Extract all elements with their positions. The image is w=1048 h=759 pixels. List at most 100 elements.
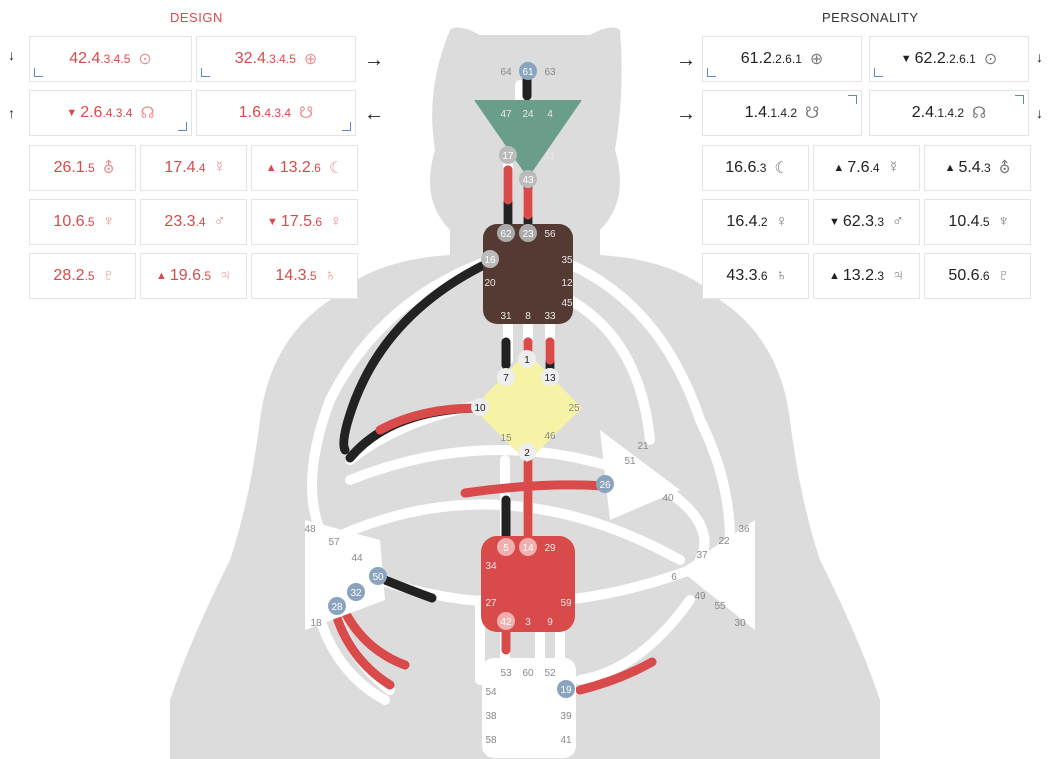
- personality-planet[interactable]: 16.4.2♀: [702, 199, 809, 245]
- gate-label: 20: [484, 278, 496, 289]
- design-planet[interactable]: ▲13.2.6☾: [251, 145, 358, 191]
- planet-symbol-icon: ♂: [892, 213, 905, 230]
- design-planet[interactable]: 23.3.4♂: [140, 199, 247, 245]
- gate-label: 61: [522, 67, 534, 78]
- design-planet[interactable]: 28.2.5 ♇: [29, 253, 136, 299]
- gate-label: 57: [328, 537, 340, 548]
- throat-center: [483, 224, 573, 324]
- planet-symbol-icon: ☿: [213, 159, 226, 176]
- personality-planet[interactable]: ▼62.3.3♂: [813, 199, 920, 245]
- planet-gate-value: 16.4: [726, 213, 758, 230]
- design-south-node-value: 1.6: [238, 104, 261, 121]
- gate-label: 28: [331, 602, 343, 613]
- design-planet[interactable]: ▼17.5.6♀: [251, 199, 358, 245]
- personality-planet[interactable]: ▲7.6.4☿: [813, 145, 920, 191]
- triangle-icon: ▼: [828, 216, 840, 228]
- personality-title: PERSONALITY: [822, 10, 919, 25]
- sun-icon: ⊙: [983, 51, 998, 68]
- personality-south-node[interactable]: 2.4.1.4.2☊: [869, 90, 1029, 136]
- gate-label: 42: [500, 617, 512, 628]
- planet-gate-value: 19.6: [169, 267, 201, 284]
- gate-label: 27: [485, 598, 497, 609]
- planet-gate-value: 7.6: [847, 159, 870, 176]
- gate-label: 12: [561, 278, 573, 289]
- gate-marker: [471, 398, 489, 416]
- design-arrow-down-icon: ↓: [8, 47, 15, 63]
- gate-label: 32: [350, 588, 362, 599]
- planet-line-value: .3: [756, 161, 767, 175]
- planet-gate-value: 43.3: [726, 267, 758, 284]
- personality-planet[interactable]: ▲5.4.3⛢: [924, 145, 1031, 191]
- gate-marker: [596, 475, 614, 493]
- gate-label: 24: [522, 109, 534, 120]
- design-earth[interactable]: 32.4.3.4.5⊕: [196, 36, 356, 82]
- planet-line-value: .3: [874, 269, 885, 283]
- gate-label: 45: [561, 298, 573, 309]
- gate-label: 60: [522, 668, 534, 679]
- planet-symbol-icon: ♇: [102, 267, 115, 284]
- gate-label: 40: [662, 493, 674, 504]
- planet-symbol-icon: ♀: [775, 213, 788, 230]
- channel-path: [575, 595, 695, 685]
- design-planet[interactable]: 14.3.5♄: [251, 253, 358, 299]
- personality-sun-value: 61.2: [740, 50, 772, 67]
- design-arrow-left-icon: ←: [364, 103, 384, 125]
- design-planet[interactable]: 26.1.5⛢: [29, 145, 136, 191]
- gate-label: 43: [522, 175, 534, 186]
- design-arrow-right-icon: →: [364, 49, 384, 71]
- planet-symbol-icon: ♆: [997, 213, 1010, 230]
- planet-symbol-icon: ♀: [330, 213, 343, 230]
- personality-earth-sub: .2.6.1: [945, 52, 976, 66]
- design-planet[interactable]: 10.6.5♆: [29, 199, 136, 245]
- personality-north-node[interactable]: 1.4.1.4.2☋: [702, 90, 862, 136]
- personality-south-node-sub: .1.4.2: [934, 106, 965, 120]
- design-planet[interactable]: 17.4.4☿: [140, 145, 247, 191]
- planet-line-value: .5: [84, 215, 95, 229]
- design-earth-sub: .3.4.5: [265, 52, 296, 66]
- planet-gate-value: 16.6: [725, 159, 757, 176]
- gate-label: 56: [544, 229, 556, 240]
- gate-marker: [557, 680, 575, 698]
- planet-gate-value: 28.2: [53, 267, 85, 284]
- design-sun[interactable]: 42.4.3.4.5⊙: [29, 36, 192, 82]
- gate-label: 53: [500, 668, 512, 679]
- planet-line-value: .5: [84, 269, 95, 283]
- design-sun-sub: .3.4.5: [100, 52, 131, 66]
- personality-planet[interactable]: 50.6.6♇: [924, 253, 1031, 299]
- planet-symbol-icon: ♄: [775, 267, 788, 284]
- channel-28-38: [330, 607, 395, 690]
- triangle-down-icon: ▼: [66, 107, 78, 119]
- north-node-icon: ☊: [140, 105, 155, 122]
- south-node-icon: ☋: [299, 105, 314, 122]
- personality-arrow-right-icon-2: →: [676, 103, 696, 125]
- gate-label: 13: [544, 373, 556, 384]
- personality-earth[interactable]: ▼62.2.2.6.1⊙: [869, 36, 1029, 82]
- planet-gate-value: 62.3: [842, 213, 874, 230]
- planet-line-value: .4: [195, 161, 206, 175]
- design-south-node[interactable]: 1.6.4.3.4☋: [196, 90, 356, 136]
- planet-line-value: .4: [195, 215, 206, 229]
- gate-label: 9: [547, 617, 553, 628]
- gate-label: 2: [524, 448, 530, 459]
- design-planet[interactable]: ▲19.6.5♃: [140, 253, 247, 299]
- gate-label: 21: [637, 441, 649, 452]
- planet-gate-value: 17.5: [280, 213, 312, 230]
- planet-symbol-icon: ♃: [219, 267, 232, 284]
- gate-label: 39: [560, 711, 572, 722]
- design-sun-value: 42.4: [69, 50, 101, 67]
- design-north-node[interactable]: ▼2.6.4.3.4☊: [29, 90, 192, 136]
- solar-plexus-center: [680, 520, 755, 630]
- personality-sun[interactable]: 61.2.2.6.1⊕: [702, 36, 862, 82]
- personality-planet[interactable]: 16.6.3☾: [702, 145, 809, 191]
- personality-planet[interactable]: ▲13.2.3♃: [813, 253, 920, 299]
- gate-label: 8: [525, 311, 531, 322]
- personality-planet[interactable]: 43.3.6♄: [702, 253, 809, 299]
- gate-label: 59: [560, 598, 572, 609]
- personality-arrow-down-icon-2: ↓: [1036, 105, 1043, 121]
- gate-label: 3: [525, 617, 531, 628]
- personality-planet[interactable]: 10.4.5♆: [924, 199, 1031, 245]
- channel-10-34-design: [375, 403, 483, 435]
- planet-line-value: .6: [979, 269, 990, 283]
- gate-label: 31: [500, 311, 512, 322]
- corner-mark: [178, 122, 187, 131]
